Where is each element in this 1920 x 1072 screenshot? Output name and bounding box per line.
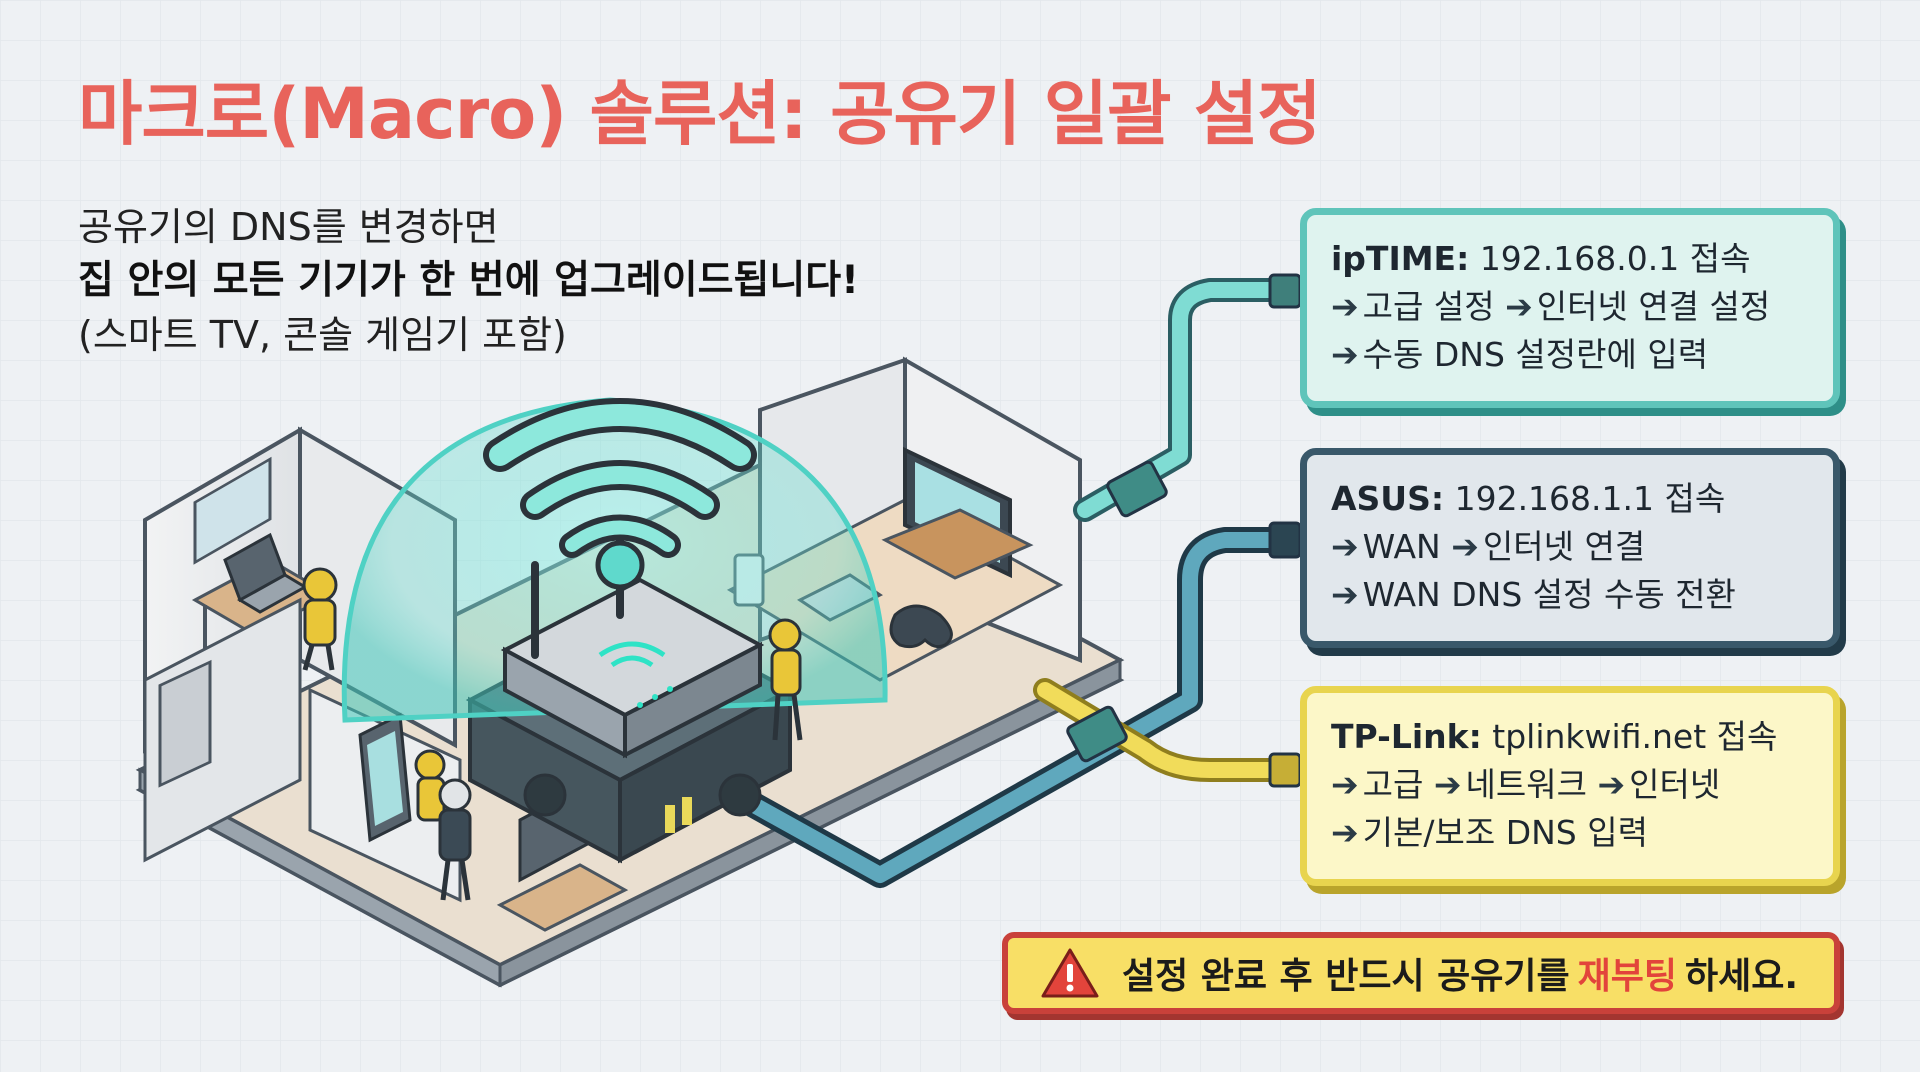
tplink-step-1a: 고급 <box>1362 765 1424 804</box>
arrow-icon: ➔ <box>1331 813 1359 852</box>
tplink-step-2: ➔기본/보조 DNS 입력 <box>1331 809 1809 857</box>
iptime-step-2-text: 수동 DNS 설정란에 입력 <box>1362 335 1709 374</box>
arrow-icon: ➔ <box>1331 287 1359 326</box>
wifi-icon <box>483 398 757 590</box>
tplink-card: TP-Link: tplinkwifi.net 접속 ➔고급 ➔네트워크 ➔인터… <box>1300 686 1840 886</box>
router-icon <box>500 516 803 759</box>
intro-line-3: (스마트 TV, 콘솔 게임기 포함) <box>78 313 567 357</box>
asus-access-line: ASUS: 192.168.1.1 접속 <box>1331 475 1809 523</box>
iptime-step-1b: 인터넷 연결 설정 <box>1536 287 1771 326</box>
iptime-step-1a: 고급 설정 <box>1362 287 1495 326</box>
tplink-step-1: ➔고급 ➔네트워크 ➔인터넷 <box>1331 761 1809 809</box>
arrow-icon: ➔ <box>1331 527 1359 566</box>
asus-step-2-text: WAN DNS 설정 수동 전환 <box>1362 575 1736 614</box>
tplink-brand: TP-Link: <box>1331 717 1482 756</box>
asus-step-1a: WAN <box>1362 527 1441 566</box>
iptime-access: 192.168.0.1 접속 <box>1479 239 1751 278</box>
arrow-icon: ➔ <box>1331 765 1359 804</box>
asus-step-2: ➔WAN DNS 설정 수동 전환 <box>1331 571 1809 619</box>
tablet-icon <box>358 712 412 843</box>
iptime-brand: ipTIME: <box>1331 239 1470 278</box>
asus-card: ASUS: 192.168.1.1 접속 ➔WAN ➔인터넷 연결 ➔WAN D… <box>1300 448 1840 648</box>
arrow-icon: ➔ <box>1597 765 1626 804</box>
reboot-warning: 설정 완료 후 반드시 공유기를 재부팅 하세요. <box>1002 932 1840 1014</box>
intro-line-2: 집 안의 모든 기기가 한 번에 업그레이드됩니다! <box>78 258 859 303</box>
tplink-access-line: TP-Link: tplinkwifi.net 접속 <box>1331 713 1809 761</box>
intro-line-1: 공유기의 DNS를 변경하면 <box>78 205 499 249</box>
tplink-step-1b: 네트워크 <box>1465 765 1587 804</box>
iptime-access-line: ipTIME: 192.168.0.1 접속 <box>1331 235 1809 283</box>
iptime-step-2: ➔수동 DNS 설정란에 입력 <box>1331 331 1809 379</box>
iptime-step-1: ➔고급 설정 ➔인터넷 연결 설정 <box>1331 283 1809 331</box>
asus-step-1b: 인터넷 연결 <box>1482 527 1646 566</box>
tplink-access: tplinkwifi.net 접속 <box>1492 717 1778 756</box>
room-living-small <box>308 687 629 932</box>
arrow-icon: ➔ <box>1433 765 1462 804</box>
gamepad-icon <box>889 604 953 649</box>
tplink-step-2-text: 기본/보조 DNS 입력 <box>1362 813 1648 852</box>
intro-text: 공유기의 DNS를 변경하면 집 안의 모든 기기가 한 번에 업그레이드됩니다… <box>78 200 859 362</box>
warning-text-after: 하세요. <box>1684 956 1798 997</box>
arrow-icon: ➔ <box>1505 287 1533 326</box>
warning-text-before: 설정 완료 후 반드시 공유기를 <box>1122 956 1570 997</box>
tplink-step-1c: 인터넷 <box>1629 765 1721 804</box>
page-title: 마크로(Macro) 솔루션: 공유기 일괄 설정 <box>78 73 1322 155</box>
asus-access: 192.168.1.1 접속 <box>1454 479 1726 518</box>
room-kitchen <box>143 597 302 863</box>
asus-brand: ASUS: <box>1331 479 1445 518</box>
warning-highlight: 재부팅 <box>1577 956 1677 997</box>
arrow-icon: ➔ <box>1331 575 1359 614</box>
arrow-icon: ➔ <box>1331 335 1359 374</box>
asus-step-1: ➔WAN ➔인터넷 연결 <box>1331 523 1809 571</box>
arrow-icon: ➔ <box>1451 527 1479 566</box>
cables <box>732 273 1313 888</box>
iptime-card: ipTIME: 192.168.0.1 접속 ➔고급 설정 ➔인터넷 연결 설정… <box>1300 208 1840 408</box>
warning-icon <box>1041 948 1099 998</box>
